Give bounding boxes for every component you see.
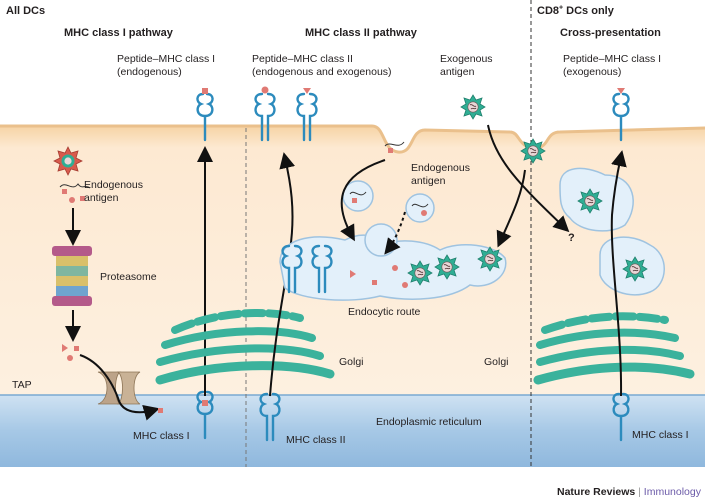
golgi-middle bbox=[155, 309, 335, 385]
endoplasmic-reticulum-band bbox=[0, 395, 705, 467]
proteasome-icon bbox=[52, 246, 92, 306]
tap-transporter-icon bbox=[97, 371, 141, 405]
label-proteasome: Proteasome bbox=[100, 271, 157, 283]
label-golgi-right: Golgi bbox=[484, 356, 509, 368]
label-exogenous-antigen-2: antigen bbox=[440, 66, 475, 78]
header-cross-presentation: Cross-presentation bbox=[560, 27, 661, 39]
label-endogenous-antigen-left-1: Endogenous bbox=[84, 179, 143, 191]
label-exogenous-antigen-1: Exogenous bbox=[440, 53, 493, 65]
label-endocytic-route: Endocytic route bbox=[348, 306, 421, 318]
journal-separator: | bbox=[638, 486, 641, 498]
cd8-superscript: + bbox=[559, 4, 564, 12]
label-mhc1-left: MHC class I bbox=[133, 430, 190, 442]
label-pep-mhc2-2: (endogenous and exogenous) bbox=[252, 66, 392, 78]
label-endoplasmic-reticulum: Endoplasmic reticulum bbox=[376, 416, 482, 428]
label-mhc1-right: MHC class I bbox=[632, 429, 689, 441]
label-golgi-middle: Golgi bbox=[339, 356, 364, 368]
header-mhc2-pathway: MHC class II pathway bbox=[305, 27, 417, 39]
header-all-dcs: All DCs bbox=[6, 5, 46, 17]
label-pep-mhc1-exo-2: (exogenous) bbox=[563, 66, 622, 78]
golgi-right bbox=[533, 312, 695, 385]
journal-subject: Immunology bbox=[643, 486, 701, 498]
label-pep-mhc1-endo-1: Peptide–MHC class I bbox=[117, 53, 216, 65]
cd8-suffix: DCs only bbox=[563, 5, 614, 17]
journal-name: Nature Reviews bbox=[557, 486, 636, 498]
exogenous-antigen-icon bbox=[460, 94, 486, 120]
label-pep-mhc2-1: Peptide–MHC class II bbox=[252, 53, 353, 65]
cd8-prefix: CD8 bbox=[537, 5, 560, 17]
journal-credit: Nature Reviews | Immunology bbox=[557, 486, 701, 498]
header-cd8-dcs-only: CD8+ DCs only bbox=[537, 4, 614, 18]
label-question-mark: ? bbox=[568, 232, 575, 244]
label-pep-mhc1-exo-1: Peptide–MHC class I bbox=[563, 53, 662, 65]
label-mhc2: MHC class II bbox=[286, 434, 346, 446]
label-pep-mhc1-endo-2: (endogenous) bbox=[117, 66, 182, 78]
header-mhc1-pathway: MHC class I pathway bbox=[64, 27, 173, 39]
label-tap: TAP bbox=[12, 379, 32, 391]
plasma-membrane bbox=[0, 124, 705, 154]
endogenous-virus-icon bbox=[53, 146, 83, 176]
label-endogenous-antigen-mid-1: Endogenous bbox=[411, 162, 470, 174]
label-endogenous-antigen-left-2: antigen bbox=[84, 192, 119, 204]
label-endogenous-antigen-mid-2: antigen bbox=[411, 175, 446, 187]
extracellular-space bbox=[0, 0, 705, 126]
